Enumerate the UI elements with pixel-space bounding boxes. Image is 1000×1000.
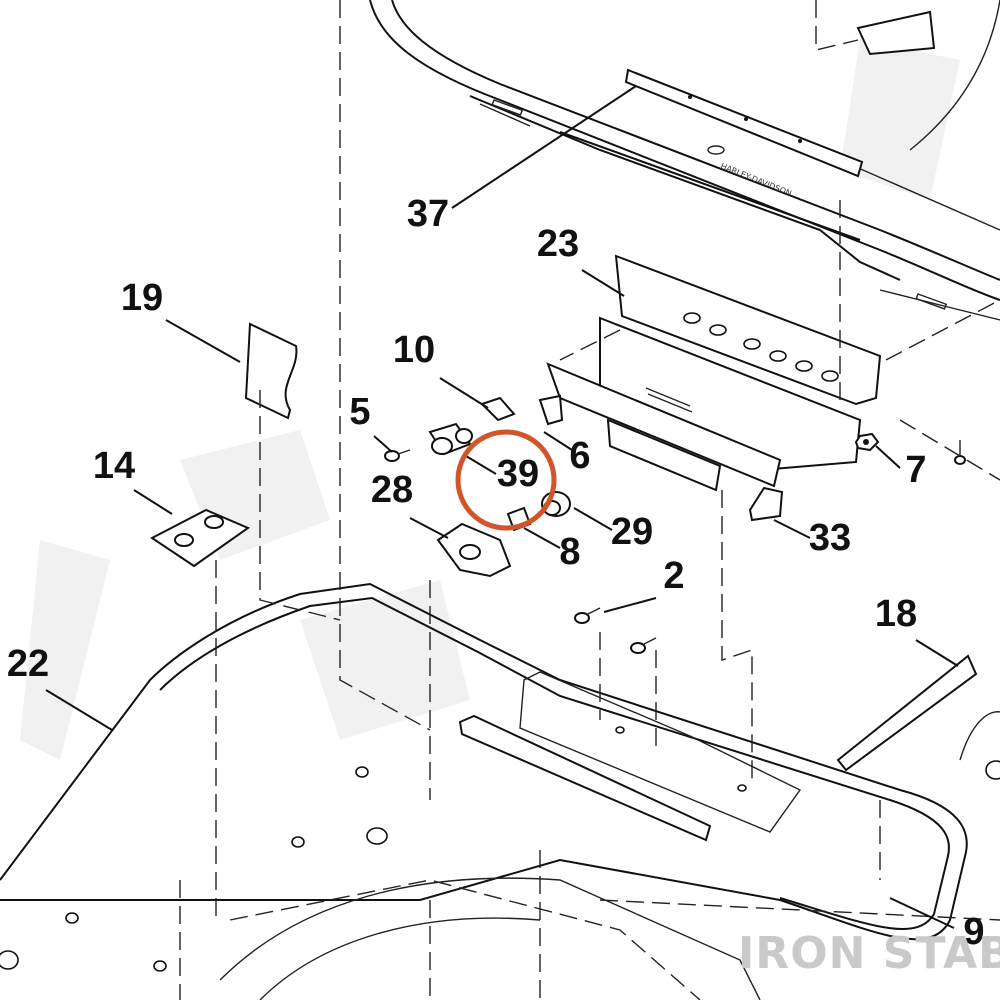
callout-label-29: 29 — [611, 511, 653, 553]
leader-line-7 — [875, 445, 901, 469]
leader-line-23 — [581, 269, 625, 297]
leader-line-37 — [451, 85, 637, 209]
leader-line-29 — [573, 507, 613, 531]
callout-label-14: 14 — [93, 445, 135, 487]
screw-right — [954, 440, 966, 465]
leader-line-9 — [889, 897, 955, 929]
part-5-screw — [384, 449, 411, 462]
part-18-shim — [836, 654, 978, 772]
leader-line-33 — [773, 519, 811, 539]
leader-line-19 — [165, 319, 241, 363]
leader-line-8 — [523, 527, 561, 549]
callout-label-2: 2 — [663, 555, 684, 597]
part-22-lower-panel — [0, 582, 1000, 1000]
leader-line-22 — [45, 689, 113, 731]
part-6-lock-cylinder — [428, 422, 473, 456]
callout-label-6: 6 — [569, 435, 590, 477]
part-2-screws — [574, 607, 657, 654]
watermark-text: IRON STABLE — [738, 928, 1000, 979]
callout-label-18: 18 — [875, 593, 917, 635]
callout-label-28: 28 — [371, 469, 413, 511]
leader-line-18 — [915, 639, 959, 667]
leader-line-28 — [409, 517, 449, 539]
part-14-bracket — [150, 508, 251, 568]
leader-line-14 — [133, 489, 173, 515]
highlight-circle — [455, 429, 557, 531]
callout-label-19: 19 — [121, 277, 163, 319]
lid-slots — [491, 99, 948, 310]
leader-line-2 — [603, 597, 657, 613]
part-33-foot — [748, 486, 784, 522]
part-7-nut — [854, 432, 880, 452]
part-19-pad — [244, 322, 298, 420]
alignment-lines — [179, 0, 1000, 1000]
lid-logo-icon — [707, 145, 725, 155]
callout-label-10: 10 — [393, 329, 435, 371]
part-28-knob — [436, 522, 512, 578]
callout-labels: 37 23 19 10 5 6 39 14 28 29 8 7 33 2 18 22 9 — [7, 193, 985, 953]
callout-label-5: 5 — [349, 391, 370, 433]
leader-line-6 — [543, 431, 573, 451]
top-right-clip — [856, 10, 936, 56]
callout-label-22: 22 — [7, 643, 49, 685]
callout-label-37: 37 — [407, 193, 449, 235]
callout-label-33: 33 — [809, 517, 851, 559]
leader-line-5 — [373, 435, 393, 453]
leader-line-39 — [465, 455, 497, 475]
part-23-latch-bracket — [538, 254, 882, 492]
callout-label-8: 8 — [559, 531, 580, 573]
callout-leaders — [45, 85, 959, 929]
callout-label-7: 7 — [905, 449, 926, 491]
callout-label-23: 23 — [537, 223, 579, 265]
callout-label-39: 39 — [497, 453, 539, 495]
leader-line-10 — [439, 377, 489, 409]
callout-label-9: 9 — [963, 911, 984, 953]
part-10-latch — [480, 396, 516, 422]
part-37-strip — [624, 68, 864, 178]
